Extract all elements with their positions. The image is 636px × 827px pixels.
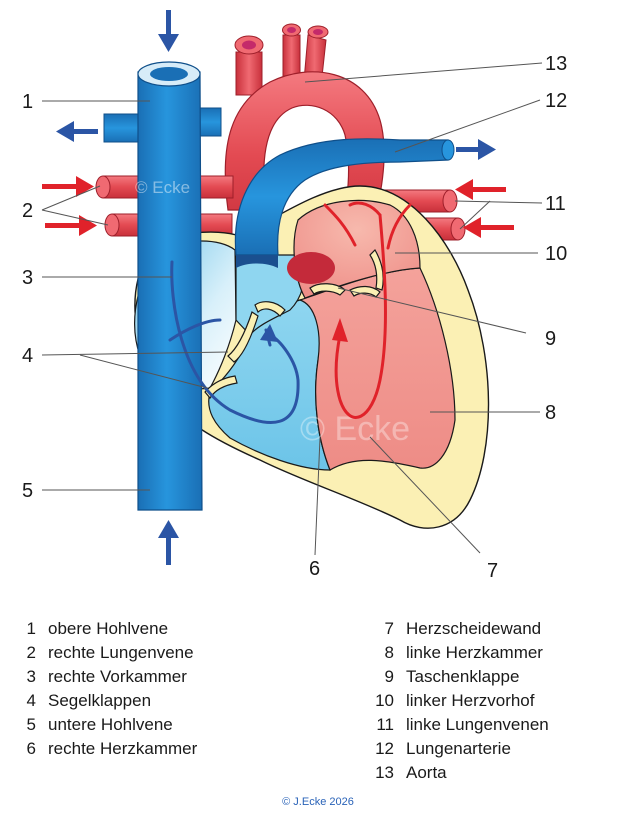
- callout-numbers: 1 2 3 4 5 6 7 8 9 10 11 12 13: [22, 53, 567, 582]
- watermark-center: © Ecke: [300, 410, 410, 448]
- callout-7: 7: [487, 560, 498, 582]
- heart-diagram: © Ecke © Ecke: [22, 10, 567, 582]
- legend-item: 3 rechte Vorkammer: [22, 665, 197, 689]
- legend-label: linker Herzvorhof: [406, 691, 535, 710]
- legend-right: 7 Herzscheidewand 8 linke Herzkammer 9 Tasc…: [368, 617, 549, 785]
- legend-item: 5 untere Hohlvene: [22, 713, 197, 737]
- legend-number: 10: [375, 691, 394, 710]
- callout-11: 11: [545, 193, 566, 215]
- legend-item: 13 Aorta: [368, 761, 549, 785]
- legend-number: 9: [384, 667, 394, 686]
- legend-label: Taschenklappe: [406, 667, 520, 686]
- copyright-notice: © J.Ecke 2026: [282, 796, 354, 808]
- legend-label: Herzscheidewand: [406, 619, 542, 638]
- callout-9: 9: [545, 328, 556, 350]
- legend-item: 10 linker Herzvorhof: [368, 689, 549, 713]
- legend-number: 6: [26, 739, 36, 758]
- legend-item: 12 Lungenarterie: [368, 737, 549, 761]
- legend-item: 1 obere Hohlvene: [22, 617, 197, 641]
- legend-label: Segelklappen: [48, 691, 152, 710]
- callout-5: 5: [22, 480, 33, 502]
- legend-number: 7: [384, 619, 394, 638]
- legend-item: 8 linke Herzkammer: [368, 641, 549, 665]
- callout-8: 8: [545, 402, 556, 424]
- callout-6: 6: [309, 558, 320, 580]
- legend-number: 13: [375, 763, 394, 782]
- legend-label: linke Lungenvenen: [406, 715, 549, 734]
- legend-number: 11: [376, 715, 394, 734]
- aorta: [224, 23, 385, 241]
- legend-number: 5: [26, 715, 36, 734]
- legend-label: rechte Lungenvene: [48, 643, 194, 662]
- legend-number: 4: [26, 691, 36, 710]
- legend-label: Aorta: [406, 763, 447, 782]
- legend-number: 8: [384, 643, 394, 662]
- legend-label: obere Hohlvene: [48, 619, 169, 638]
- legend-item: 7 Herzscheidewand: [368, 617, 549, 641]
- legend-left: 1 obere Hohlvene 2 rechte Lungenvene 3 rech…: [22, 617, 198, 761]
- callout-10: 10: [545, 243, 567, 265]
- legend-number: 1: [26, 619, 36, 638]
- legend-label: linke Herzkammer: [406, 643, 543, 662]
- legend-label: rechte Herzkammer: [48, 739, 198, 758]
- legend-item: 11 linke Lungenvenen: [368, 713, 549, 737]
- callout-4: 4: [22, 345, 33, 367]
- external-flow-arrows: [42, 10, 514, 565]
- legend-label: Lungenarterie: [406, 739, 511, 758]
- legend-item: 9 Taschenklappe: [368, 665, 549, 689]
- valve-leaflets: [204, 249, 384, 400]
- callout-2: 2: [22, 200, 33, 222]
- legend-number: 3: [26, 667, 36, 686]
- callout-1: 1: [22, 91, 33, 113]
- blood-flow-arrows: [168, 201, 412, 424]
- legend-item: 4 Segelklappen: [22, 689, 197, 713]
- leader-lines: [41, 62, 543, 556]
- aortic-valve-opening: [287, 252, 335, 284]
- pulmonary-artery: [234, 138, 449, 256]
- vena-cava: [103, 61, 222, 511]
- legend-number: 2: [26, 643, 36, 662]
- legend-label: untere Hohlvene: [48, 715, 173, 734]
- watermark-top: © Ecke: [135, 178, 190, 197]
- callout-3: 3: [22, 267, 33, 289]
- legend-item: 6 rechte Herzkammer: [22, 737, 198, 761]
- callout-12: 12: [545, 90, 567, 112]
- callout-13: 13: [545, 53, 567, 75]
- legend-item: 2 rechte Lungenvene: [22, 641, 197, 665]
- legend-label: rechte Vorkammer: [48, 667, 187, 686]
- legend-number: 12: [375, 739, 394, 758]
